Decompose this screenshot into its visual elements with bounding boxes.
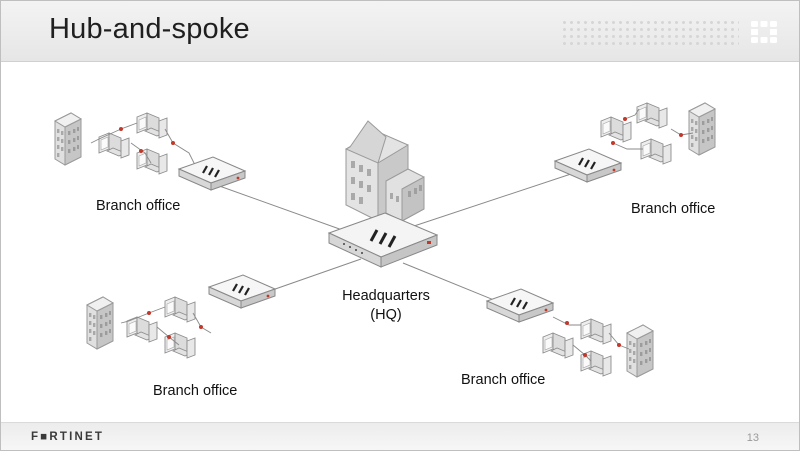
hq-label-line2: (HQ) — [370, 307, 402, 323]
fortinet-logo-icon — [751, 21, 777, 43]
brand-wordmark: F■RTINET — [31, 431, 105, 443]
branch-label-bottom-left: Branch office — [153, 383, 238, 399]
slide-header: Hub-and-spoke — [1, 1, 799, 62]
branch-bottom-left — [86, 273, 277, 359]
slide-footer: F■RTINET 13 — [1, 422, 799, 450]
hq-label: Headquarters (HQ) — [331, 287, 441, 325]
hq-label-line1: Headquarters — [342, 288, 430, 304]
branch-top-left — [54, 112, 247, 192]
hq-firewall-icon — [327, 212, 439, 268]
slide-title: Hub-and-spoke — [49, 13, 250, 45]
hq-building-icon — [344, 120, 425, 222]
branch-bottom-right — [485, 287, 654, 378]
branch-top-right — [553, 102, 716, 184]
page-number: 13 — [746, 432, 759, 444]
branch-label-top-right: Branch office — [631, 201, 716, 217]
branch-label-bottom-right: Branch office — [461, 372, 546, 388]
branch-label-top-left: Branch office — [96, 198, 181, 214]
hub-spoke-diagram — [54, 102, 716, 378]
dot-pattern — [561, 19, 739, 45]
